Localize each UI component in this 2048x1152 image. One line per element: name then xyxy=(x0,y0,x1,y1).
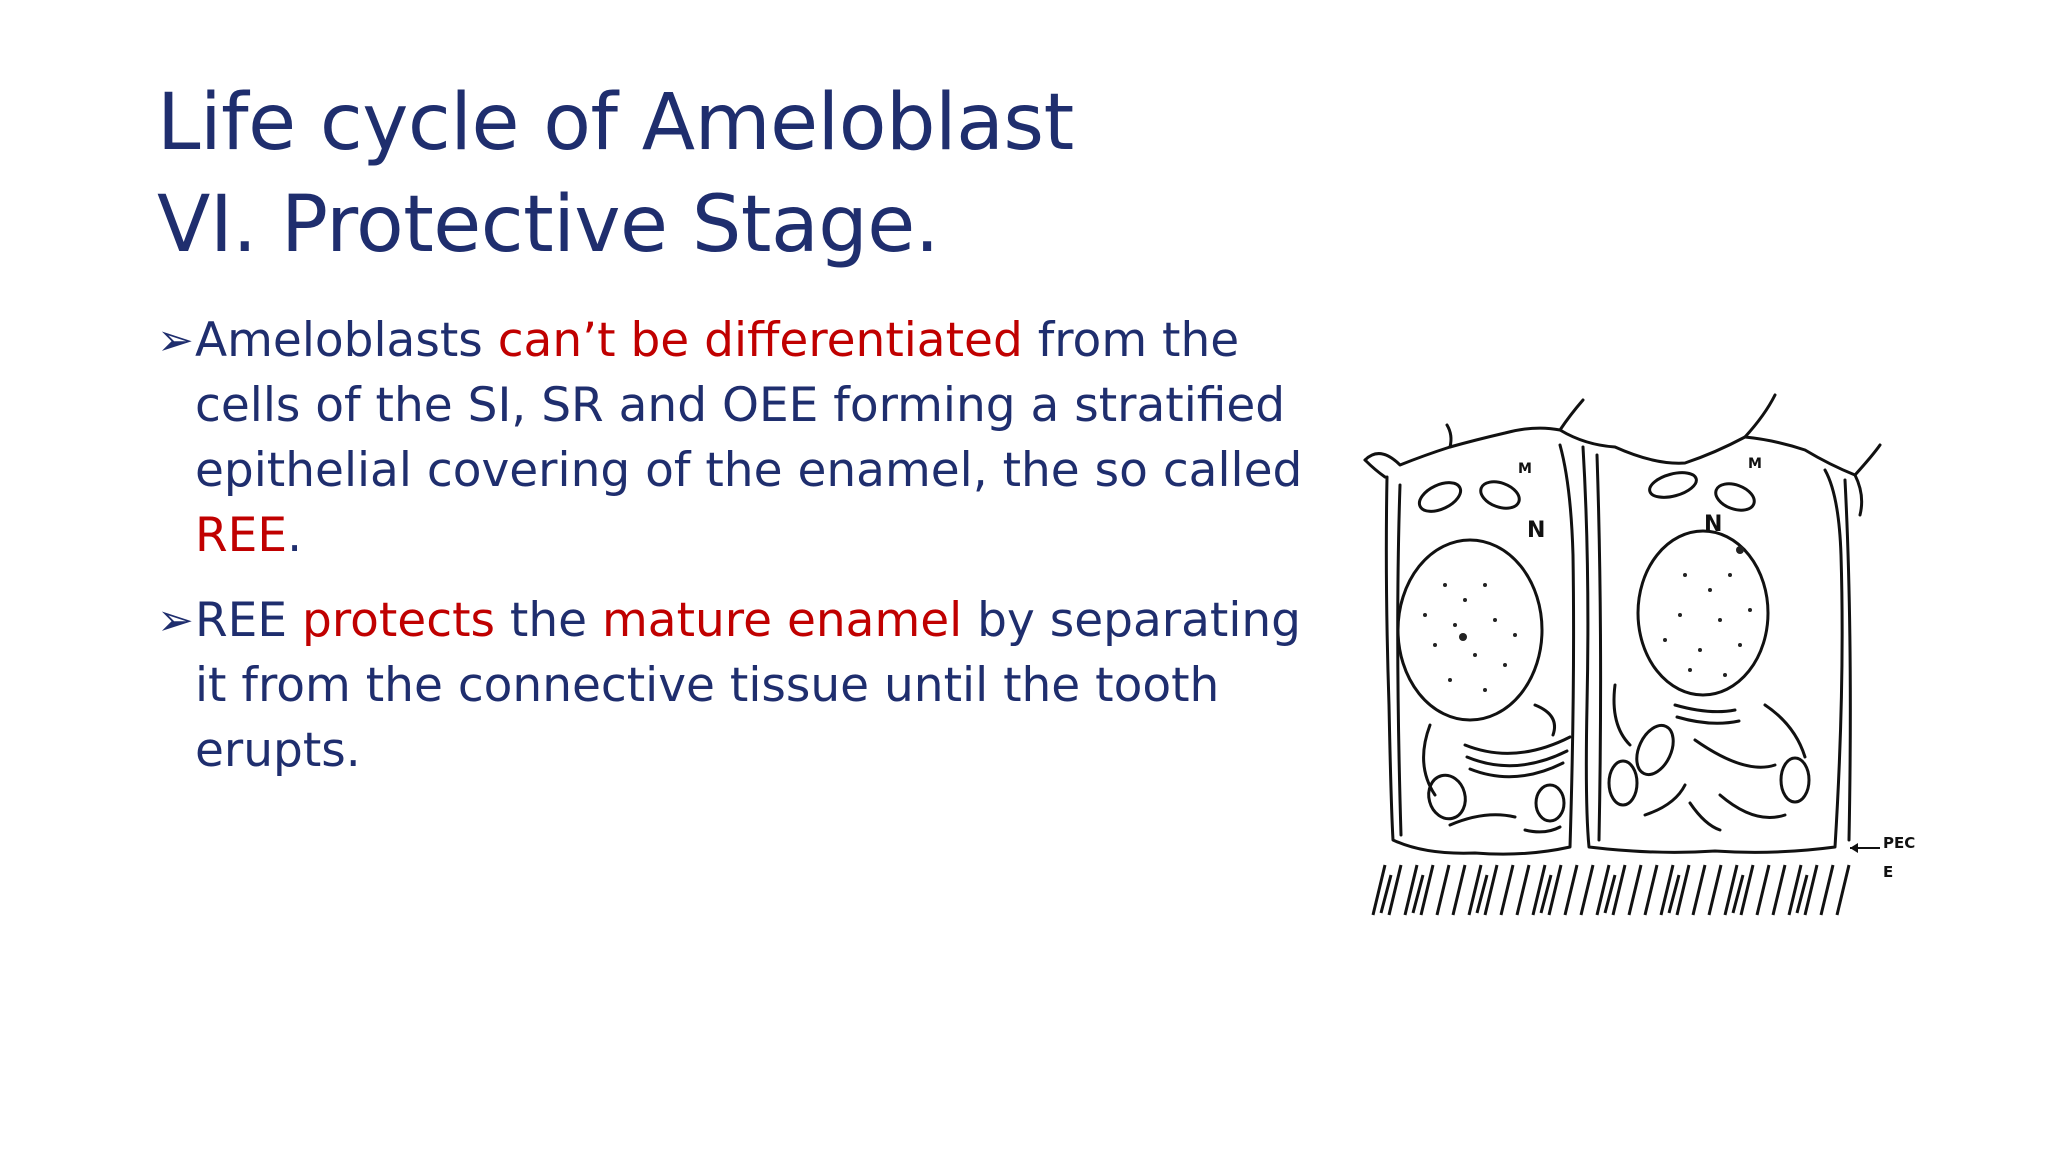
bullet-2-run-1: REE xyxy=(195,593,302,648)
bullet-2-highlight-mature-enamel: mature enamel xyxy=(602,593,963,648)
bullet-1-run-3: from the cells of the SI, SR and OEE for… xyxy=(195,313,1303,498)
slide-title: Life cycle of Ameloblast VI. Protective … xyxy=(157,72,1074,276)
bullet-1-highlight-ree: REE xyxy=(195,508,288,563)
bullet-2-run-5: by separating it from the connective tis… xyxy=(195,593,1302,778)
bullet-1-run-1: Ameloblasts xyxy=(195,313,498,368)
nucleus-label-right: N xyxy=(1704,512,1722,537)
title-line-2: VI. Protective Stage. xyxy=(157,180,940,270)
bullet-1-highlight-differentiated: can’t be differentiated xyxy=(497,313,1023,368)
ameloblast-illustration: M M N N PEC E xyxy=(1355,385,1915,925)
ameloblast-drawing: M M N N PEC E xyxy=(1363,393,1915,916)
enamel-label: E xyxy=(1883,863,1893,881)
arrow-bullet-icon: ➢ xyxy=(157,315,194,366)
bullet-item-2: ➢ REE protects the mature enamel by sepa… xyxy=(157,588,1317,783)
nucleus-label-left: N xyxy=(1527,518,1545,543)
arrow-bullet-icon: ➢ xyxy=(157,595,194,646)
pec-label: PEC xyxy=(1883,834,1915,852)
bullet-item-1: ➢ Ameloblasts can’t be differentiated fr… xyxy=(157,308,1317,568)
title-line-1: Life cycle of Ameloblast xyxy=(157,78,1074,168)
mitochondria-label-right: M xyxy=(1748,456,1762,472)
bullet-2-run-3: the xyxy=(494,593,602,648)
mitochondria-label-left: M xyxy=(1518,461,1532,477)
bullet-list: ➢ Ameloblasts can’t be differentiated fr… xyxy=(157,308,1317,803)
bullet-2-highlight-protects: protects xyxy=(302,593,495,648)
bullet-1-run-5: . xyxy=(287,508,303,563)
